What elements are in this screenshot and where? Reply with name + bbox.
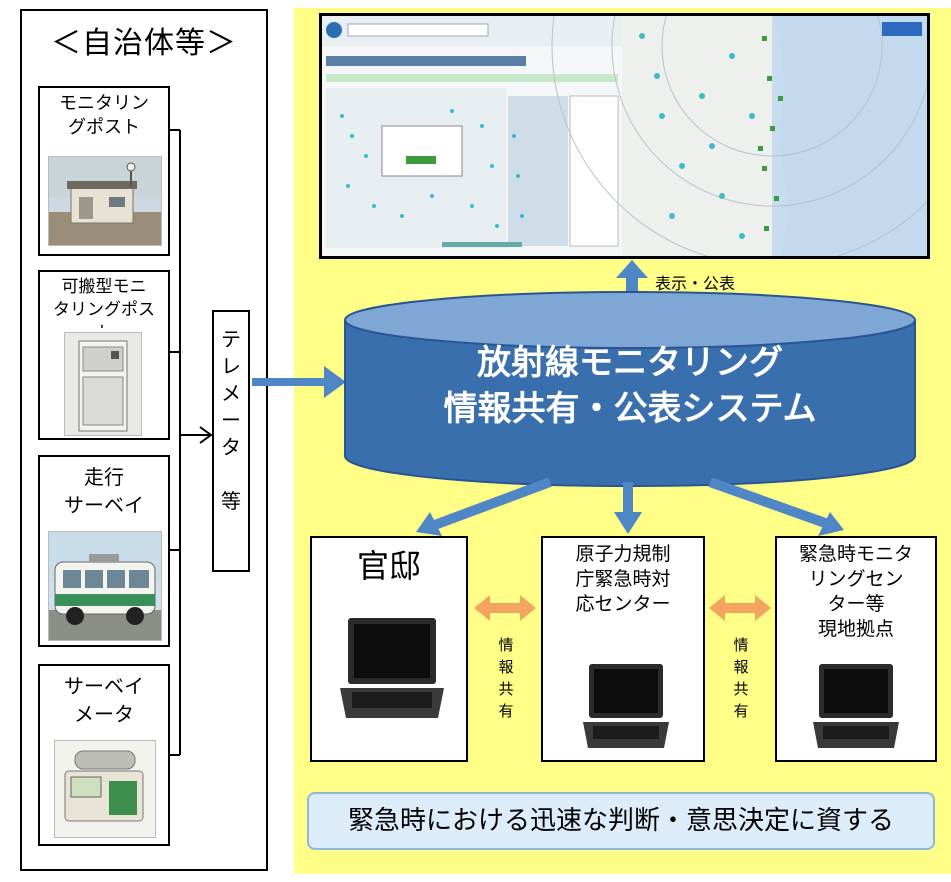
display-publish-label: 表示・公表 [655,274,736,293]
map-screenshot-image [322,16,927,256]
survey-meter-photo [54,740,156,838]
node-label-nra: 原子力規制 庁緊急時対 応センター [575,543,671,615]
info-share-label-left: 情報 共有 [498,636,514,720]
info-share-arrow-left [474,595,536,621]
device-label-vehicle-survey: 走行 サーベイ [64,465,144,517]
node-emergency-monitoring-center: 緊急時モニタ リングセン ター等 現地拠点 [775,536,937,762]
laptop-icon [340,618,444,718]
device-connector-lines [170,129,213,756]
system-cylinder [344,291,916,487]
public-display-screen [319,13,930,259]
node-prime-minister-office: 官邸 [310,536,468,762]
device-survey-meter: サーベイ メータ [38,664,170,846]
laptop-icon [583,664,669,748]
device-portable-monitoring-post: 可搬型モニ タリングポス ト [38,270,170,440]
portable-post-photo [64,332,142,436]
telemeter-label: テ レ メ ー タ 等 [221,327,241,513]
device-vehicle-survey: 走行 サーベイ [38,455,170,647]
info-share-label-right: 情報 共有 [733,636,749,720]
device-label-survey-meter: サーベイ メータ [64,674,144,726]
device-label-portable-post: 可搬型モニ タリングポス ト [53,277,155,328]
laptop-icon [813,664,899,748]
survey-vehicle-photo [48,531,162,641]
info-share-arrow-right [709,595,771,621]
municipality-title: ＜自治体等＞ [51,26,237,61]
system-title-line2: 情報共有・公表システム [443,389,817,429]
device-monitoring-post: モニタリン グポスト [38,86,170,256]
telemeter-to-system-arrow [252,366,346,398]
system-title: 放射線モニタリング 情報共有・公表システム [343,340,917,432]
monitoring-post-photo [48,156,162,246]
purpose-banner: 緊急時における迅速な判断・意思決定に資する [307,792,935,850]
node-nra-emergency-center: 原子力規制 庁緊急時対 応センター [541,536,705,762]
up-arrow [616,260,648,304]
node-label-emc: 緊急時モニタ リングセン ター等 現地拠点 [798,543,913,640]
device-label-monitoring-post: モニタリン グポスト [59,93,149,138]
node-label-kantei: 官邸 [356,547,421,585]
system-title-line1: 放射線モニタリング [477,343,783,383]
telemeter-box: テ レ メ ー タ 等 [212,310,250,572]
distribution-arrows [416,478,844,536]
